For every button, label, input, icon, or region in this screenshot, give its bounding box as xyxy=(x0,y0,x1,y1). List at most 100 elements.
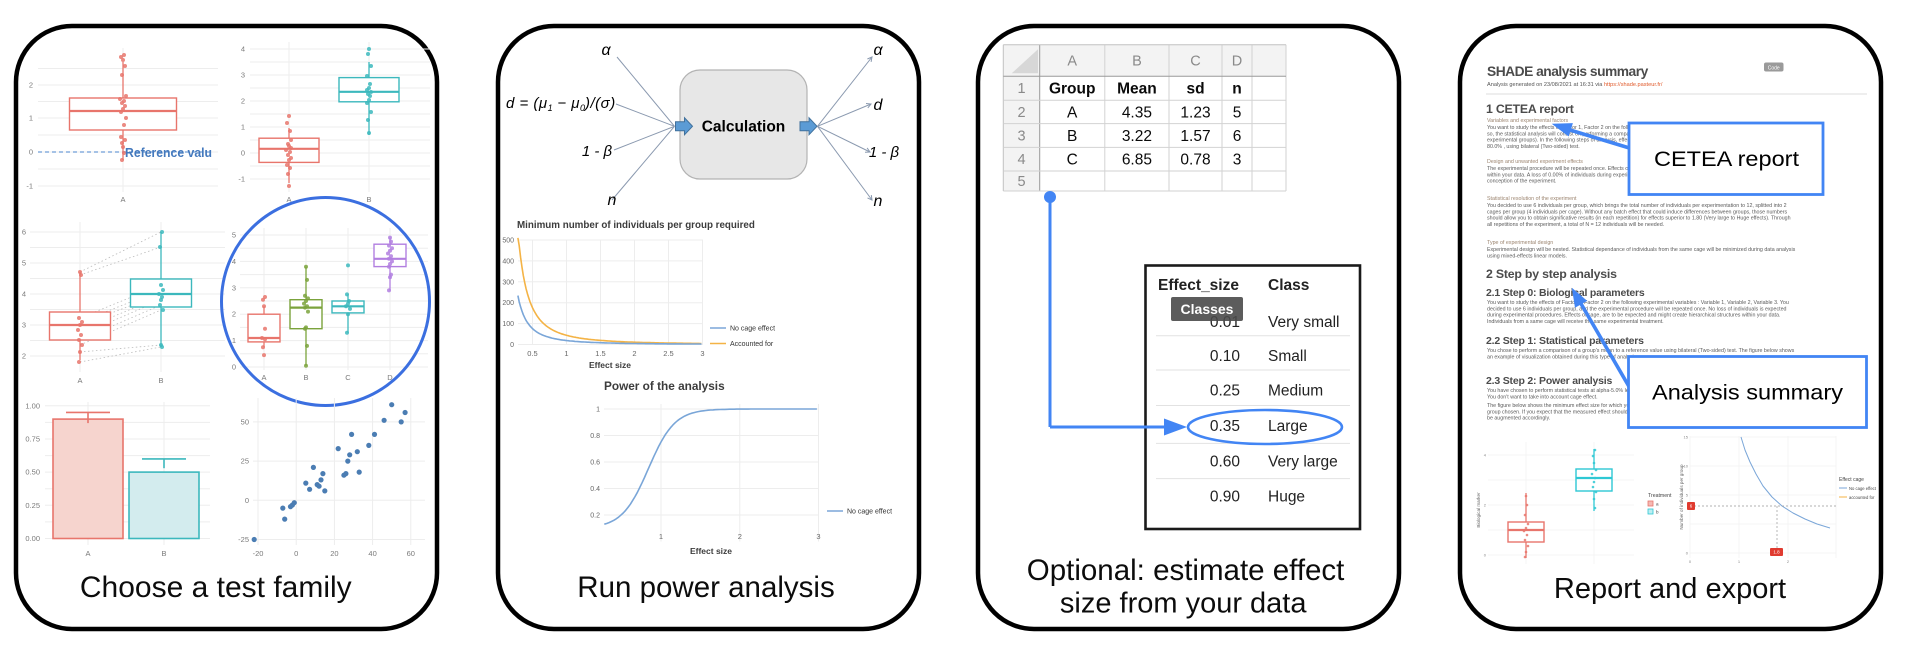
svg-text:5: 5 xyxy=(1017,174,1025,190)
svg-text:0.35: 0.35 xyxy=(1210,418,1240,435)
svg-text:4: 4 xyxy=(1017,152,1025,168)
svg-text:2: 2 xyxy=(1017,105,1025,121)
svg-text:0.8: 0.8 xyxy=(590,433,600,440)
svg-text:40: 40 xyxy=(368,549,376,558)
svg-text:Very large: Very large xyxy=(1268,454,1338,471)
svg-text:5: 5 xyxy=(22,259,26,268)
svg-text:0: 0 xyxy=(245,496,249,505)
svg-text:Effect size: Effect size xyxy=(690,546,732,556)
svg-text:25: 25 xyxy=(241,457,249,466)
svg-text:4: 4 xyxy=(1484,453,1487,458)
svg-text:10: 10 xyxy=(1684,464,1689,469)
svg-text:Large: Large xyxy=(1268,418,1308,435)
svg-text:size from your data: size from your data xyxy=(1060,588,1307,620)
svg-text:Analysis generated on 23/08/20: Analysis generated on 23/08/2021 at 16:3… xyxy=(1487,82,1663,88)
svg-text:100: 100 xyxy=(502,321,514,328)
svg-text:0.60: 0.60 xyxy=(1210,454,1241,471)
svg-text:1.8: 1.8 xyxy=(1773,550,1780,555)
svg-text:Effect size: Effect size xyxy=(589,360,631,370)
svg-text:a: a xyxy=(1656,502,1659,507)
svg-text:0: 0 xyxy=(294,549,298,558)
svg-text:D: D xyxy=(387,373,393,382)
svg-text:0.50: 0.50 xyxy=(25,468,40,477)
svg-text:Small: Small xyxy=(1268,348,1307,365)
svg-text:cages per group (4 individuals: cages per group (4 individuals per cage)… xyxy=(1487,209,1787,215)
svg-text:200: 200 xyxy=(502,300,514,307)
svg-text:3.22: 3.22 xyxy=(1122,128,1152,145)
svg-text:Class: Class xyxy=(1268,277,1309,294)
svg-text:Mean: Mean xyxy=(1117,81,1157,98)
svg-text:Group: Group xyxy=(1049,81,1096,98)
svg-text:Power of the analysis: Power of the analysis xyxy=(604,379,725,393)
svg-text:4: 4 xyxy=(241,45,245,54)
svg-text:5: 5 xyxy=(232,231,236,240)
svg-text:You have chosen to perform sta: You have chosen to perform statistical t… xyxy=(1487,388,1767,394)
svg-text:3: 3 xyxy=(1017,129,1025,145)
svg-text:b: b xyxy=(1656,510,1659,515)
svg-text:sd: sd xyxy=(1186,81,1204,98)
svg-text:α: α xyxy=(601,42,611,59)
svg-text:0: 0 xyxy=(29,148,33,157)
svg-text:1: 1 xyxy=(29,114,33,123)
svg-text:2: 2 xyxy=(632,349,636,358)
svg-text:Effect cage: Effect cage xyxy=(1839,477,1864,483)
svg-text:during experimental procedures: during experimental procedures. Effects … xyxy=(1487,313,1780,319)
svg-text:-1: -1 xyxy=(238,175,245,184)
svg-text:0.10: 0.10 xyxy=(1210,348,1241,365)
svg-text:You don't want to take into ac: You don't want to take into account cage… xyxy=(1487,394,1598,400)
svg-text:80.0% , using bilateral (Two-s: 80.0% , using bilateral (Two-sided) test… xyxy=(1487,144,1580,150)
svg-text:d = (μ1 − μ0)/(σ): d = (μ1 − μ0)/(σ) xyxy=(506,95,616,113)
svg-text:2.3 Step 2: Power analysis: 2.3 Step 2: Power analysis xyxy=(1486,375,1612,387)
svg-text:SHADE analysis summary: SHADE analysis summary xyxy=(1487,64,1649,79)
svg-text:0.25: 0.25 xyxy=(1210,383,1240,400)
svg-text:-20: -20 xyxy=(253,549,264,558)
svg-text:No cage effect: No cage effect xyxy=(1849,486,1877,491)
svg-text:Run power analysis: Run power analysis xyxy=(577,571,834,604)
svg-text:an example of visualization ob: an example of visualization obtained dur… xyxy=(1487,354,1638,360)
svg-text:1: 1 xyxy=(1738,559,1741,564)
svg-text:2.2 Step 1: Statistical parame: 2.2 Step 1: Statistical parameters xyxy=(1486,335,1644,347)
svg-text:-25: -25 xyxy=(238,535,249,544)
svg-text:3: 3 xyxy=(22,321,26,330)
svg-text:C: C xyxy=(345,373,351,382)
svg-text:Analysis summary: Analysis summary xyxy=(1652,381,1843,405)
svg-text:Calculation: Calculation xyxy=(702,119,786,136)
svg-text:300: 300 xyxy=(502,279,514,286)
svg-text:0.2: 0.2 xyxy=(590,513,600,520)
svg-text:5: 5 xyxy=(1233,104,1242,121)
svg-text:A: A xyxy=(261,373,266,382)
svg-text:B: B xyxy=(366,195,371,204)
svg-text:accounted for: accounted for xyxy=(1849,495,1875,500)
svg-text:1 CETEA report: 1 CETEA report xyxy=(1486,102,1574,116)
svg-text:Experimental design will be ne: Experimental design will be nested. Stat… xyxy=(1487,247,1796,253)
svg-text:You want to study the effects: You want to study the effects of Factor … xyxy=(1487,300,1789,306)
svg-text:B: B xyxy=(1132,54,1142,70)
svg-text:No cage effect: No cage effect xyxy=(847,509,892,516)
svg-text:0.00: 0.00 xyxy=(25,534,40,543)
svg-text:Statistical resolution of the: Statistical resolution of the experiment xyxy=(1487,196,1577,202)
svg-text:5: 5 xyxy=(1686,493,1689,498)
svg-text:2.1 Step 0: Biological paramet: 2.1 Step 0: Biological parameters xyxy=(1486,287,1645,299)
svg-text:-1: -1 xyxy=(26,182,33,191)
svg-text:15: 15 xyxy=(1684,435,1689,440)
svg-text:decided to use 6 individuals p: decided to use 6 individuals per group, … xyxy=(1487,306,1787,312)
svg-text:B: B xyxy=(1067,128,1077,145)
svg-text:3: 3 xyxy=(241,71,245,80)
svg-text:1: 1 xyxy=(232,336,236,345)
svg-text:400: 400 xyxy=(502,258,514,265)
svg-text:Minimum number of individuals: Minimum number of individuals per group … xyxy=(517,220,755,231)
svg-text:Variables and experimental fac: Variables and experimental factors xyxy=(1487,118,1569,124)
svg-text:1.00: 1.00 xyxy=(25,401,40,410)
svg-text:B: B xyxy=(303,373,308,382)
svg-text:6.85: 6.85 xyxy=(1122,152,1152,169)
svg-text:500: 500 xyxy=(502,238,514,245)
svg-text:Huge: Huge xyxy=(1268,489,1305,506)
svg-text:4.35: 4.35 xyxy=(1122,104,1152,121)
svg-text:Report and export: Report and export xyxy=(1554,573,1786,605)
svg-text:2: 2 xyxy=(241,97,245,106)
svg-text:2.5: 2.5 xyxy=(663,349,673,358)
svg-text:A: A xyxy=(1067,54,1077,70)
svg-text:60: 60 xyxy=(407,549,415,558)
svg-text:2: 2 xyxy=(1484,503,1487,508)
svg-text:Treatment: Treatment xyxy=(1648,493,1672,499)
